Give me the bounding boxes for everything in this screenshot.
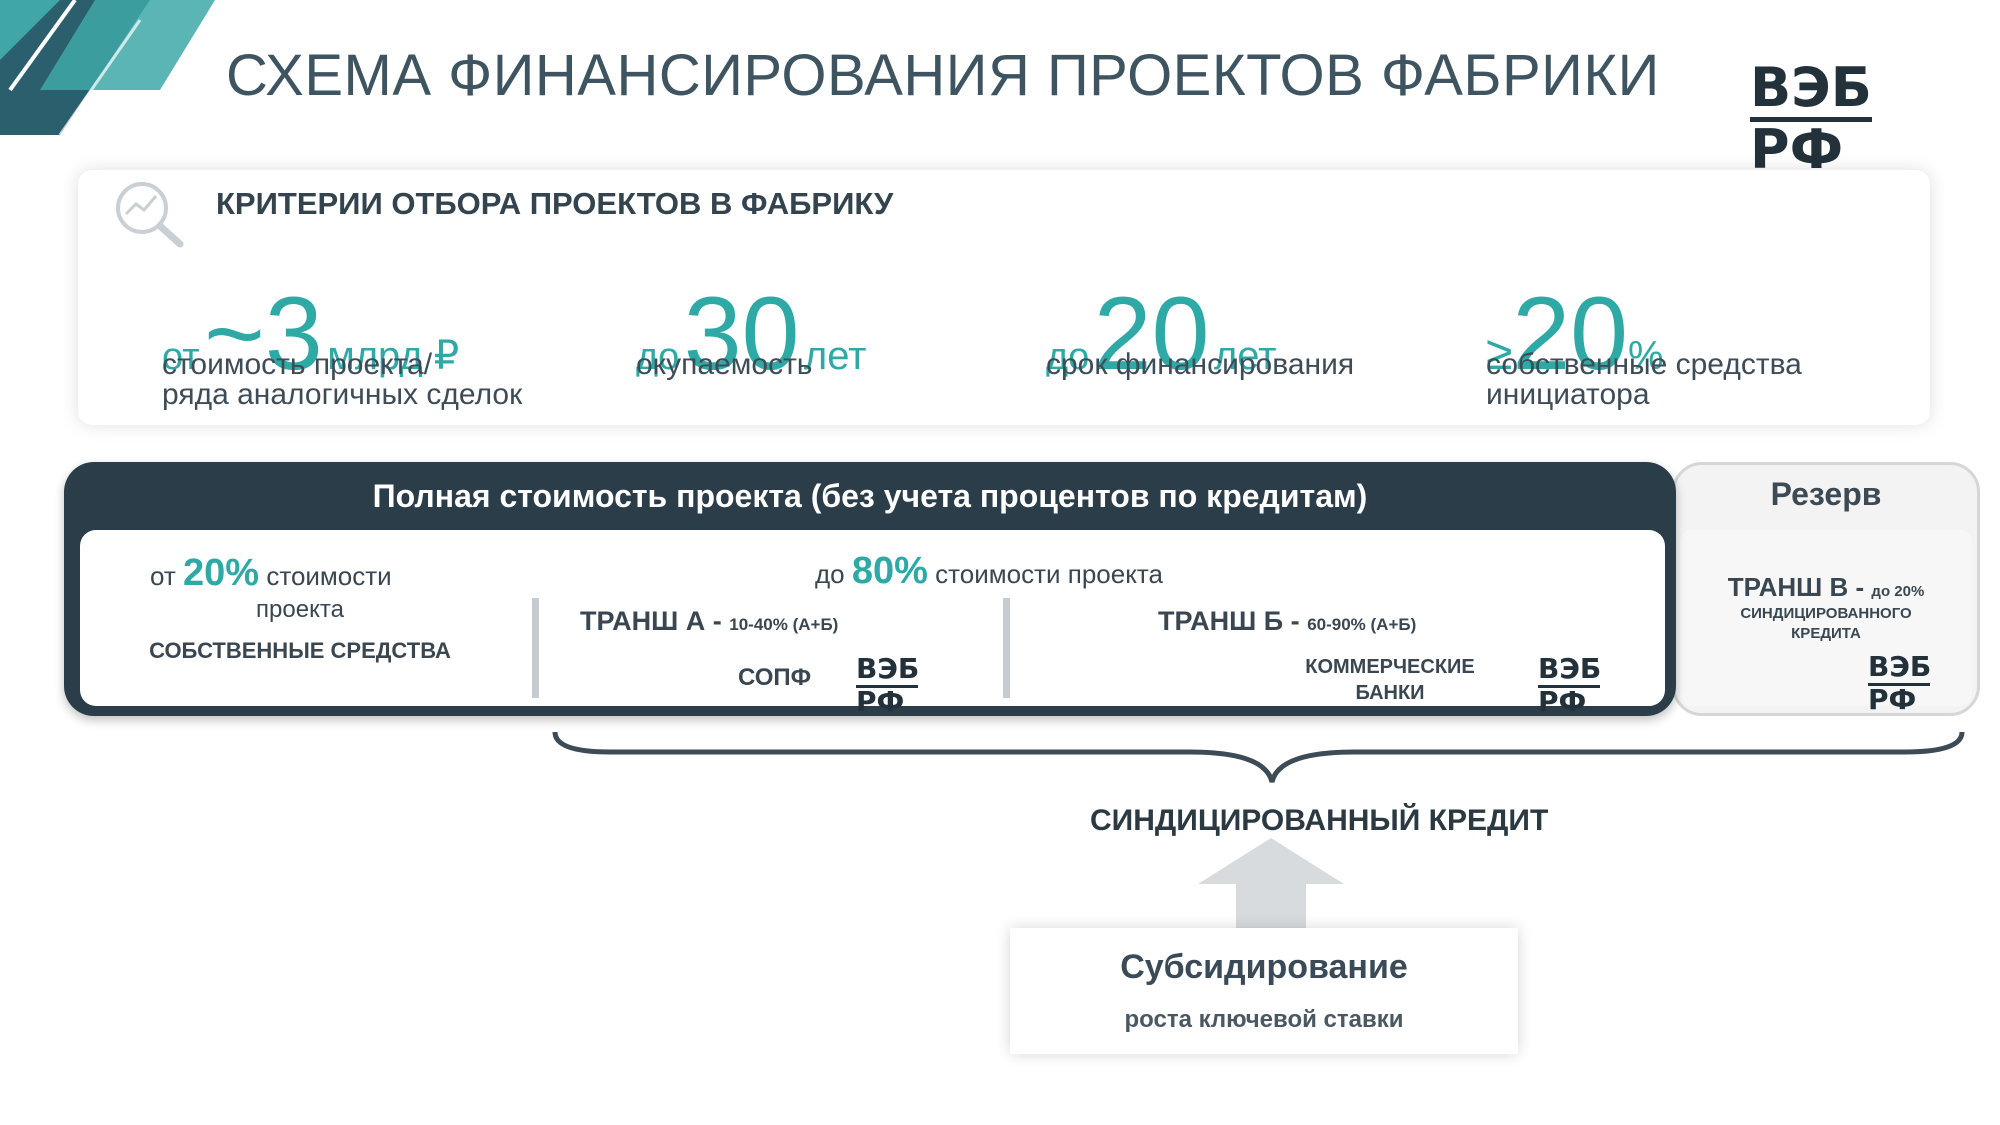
structure-inner — [80, 530, 1665, 706]
page-title: СХЕМА ФИНАНСИРОВАНИЯ ПРОЕКТОВ ФАБРИКИ — [226, 43, 1660, 108]
metric-own-funds-desc: собственные средства инициатора — [1486, 348, 1802, 411]
own-funds-line2: проекта — [256, 596, 344, 623]
metric-project-cost-desc: стоимость проекта/ ряда аналогичных сдел… — [162, 348, 523, 411]
reserve-inner — [1680, 530, 1972, 706]
vebrf-logo: ВЭБ РФ — [856, 652, 920, 718]
brace — [552, 731, 1965, 783]
subsidy-box — [1010, 928, 1518, 1054]
separator — [532, 598, 539, 698]
own-funds-label: СОБСТВЕННЫЕ СРЕДСТВА — [149, 638, 451, 663]
loan-share: до 80% стоимости проекта — [815, 550, 1163, 592]
tranche-v-desc: синдицированного кредита — [1740, 605, 1912, 642]
tranche-v-title: ТРАНШ В - до 20% — [1727, 572, 1925, 602]
vebrf-logo: ВЭБ РФ — [1538, 652, 1602, 718]
tranche-b-lender: КОММЕРЧЕСКИЕ БАНКИ — [1305, 656, 1475, 704]
corner-decoration — [0, 0, 215, 136]
metric-payback-desc: окупаемость — [636, 348, 813, 381]
tranche-a-lender: СОПФ — [738, 664, 812, 691]
subsidy-subtitle: роста ключевой ставки — [1124, 1006, 1404, 1033]
magnifier-chart-icon — [116, 182, 184, 248]
own-funds-share: от 20% стоимости — [150, 552, 392, 594]
metric-project-cost: от ~3 млрд ₽ — [162, 276, 460, 392]
structure-header: Полная стоимость проекта (без учета проц… — [372, 478, 1368, 514]
metric-financing-term: до 20 лет — [1046, 276, 1277, 392]
vebrf-logo: ВЭБ РФ — [1868, 650, 1932, 716]
metric-financing-term-desc: срок финансирования — [1046, 348, 1355, 381]
metric-own-funds: ≥20% — [1486, 276, 1664, 392]
separator — [1003, 598, 1010, 698]
criteria-title: КРИТЕРИИ ОТБОРА ПРОЕКТОВ В ФАБРИКУ — [216, 186, 894, 221]
vebrf-logo: ВЭБ РФ — [1750, 56, 1872, 182]
arrow-up-icon — [1198, 838, 1344, 934]
reserve-title: Резерв — [1770, 476, 1882, 512]
criteria-panel — [78, 170, 1930, 425]
metric-payback: до 30 лет — [636, 276, 867, 392]
tranche-b-title: ТРАНШ Б - 60-90% (А+Б) — [1158, 606, 1417, 636]
subsidy-title: Субсидирование — [1120, 948, 1408, 986]
syndicated-loan-label: СИНДИЦИРОВАННЫЙ КРЕДИТ — [1090, 804, 1549, 837]
tranche-a-title: ТРАНШ А - 10-40% (А+Б) — [580, 606, 839, 636]
